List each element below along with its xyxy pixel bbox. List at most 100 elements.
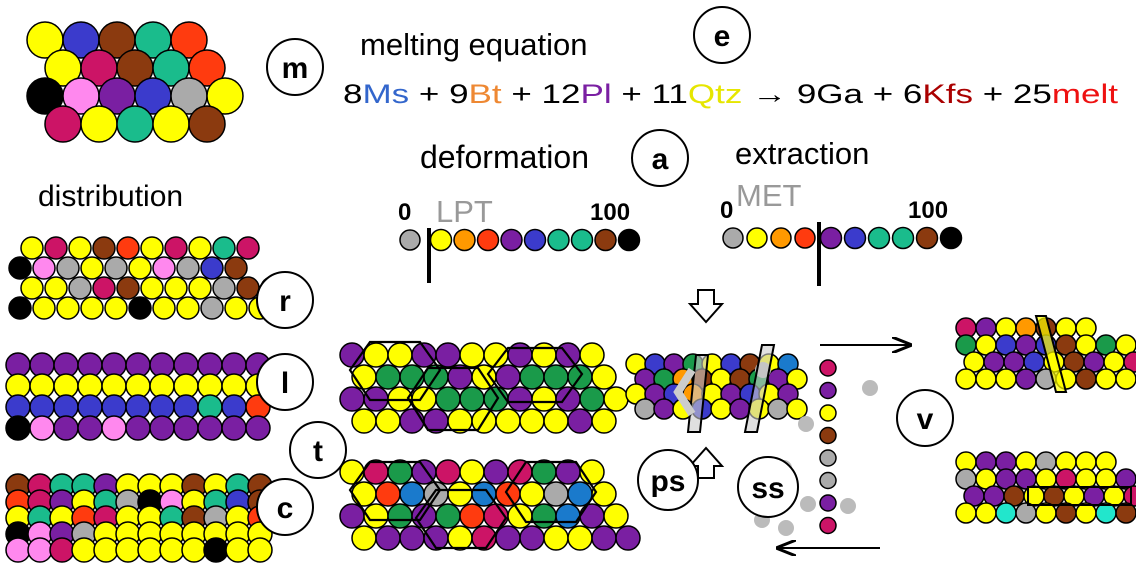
grain-circle: [483, 459, 509, 485]
grain-circle: [137, 537, 163, 563]
grain-circle: [495, 408, 521, 434]
up-arrow-icon: [687, 446, 725, 479]
equation-term: + 12: [502, 79, 581, 109]
grain-circle: [634, 398, 656, 420]
grain-circle: [32, 256, 56, 280]
melt-dot: [819, 359, 837, 377]
grain-circle: [1075, 368, 1097, 390]
equation-title: melting equation: [360, 27, 588, 62]
melt-dot: [819, 381, 837, 400]
grain-circle: [435, 342, 461, 368]
grain-circle: [603, 386, 629, 412]
grain-circle: [68, 236, 92, 260]
grain-circle: [567, 525, 593, 551]
grain-circle: [507, 503, 533, 529]
equation-term: Ms: [362, 79, 409, 109]
grain-circle: [8, 296, 32, 320]
grain-circle: [203, 537, 229, 563]
grain-circle: [225, 537, 251, 563]
grain-circle: [995, 502, 1017, 524]
grain-circle: [116, 105, 154, 143]
grain-circle: [495, 525, 521, 551]
grain-circle: [435, 386, 461, 412]
grain-circle: [212, 236, 236, 260]
grain-circle: [399, 525, 425, 551]
scale-circle: [722, 227, 744, 249]
grain-circle: [56, 256, 80, 280]
grain-circle: [729, 398, 751, 420]
grain-circle: [29, 415, 55, 441]
scale-circle: [843, 226, 867, 250]
scale-circle: [891, 226, 915, 250]
grain-circle: [543, 481, 569, 507]
grain-circle: [459, 386, 485, 412]
grain-circle: [159, 537, 185, 563]
equation-term: + 11: [612, 79, 688, 109]
grain-circle: [53, 415, 79, 441]
grain-circle: [181, 537, 207, 563]
grain-circle: [104, 256, 128, 280]
met-label: MET: [736, 178, 802, 213]
grain-circle: [140, 236, 164, 260]
scale-circle: [819, 226, 843, 250]
label-e: e: [693, 6, 751, 64]
grain-circle: [555, 386, 581, 412]
grain-circle: [80, 296, 104, 320]
grain-circle: [483, 386, 509, 412]
grain-circle: [459, 503, 485, 529]
equation-term: + 25: [973, 79, 1052, 109]
equation-term: Kfs: [922, 79, 973, 109]
grain-circle: [543, 408, 569, 434]
svg-text:t: t: [313, 435, 323, 468]
grain-circle: [170, 21, 208, 59]
melt-dot: [819, 516, 837, 535]
grain-circle: [459, 342, 485, 368]
grain-circle: [1115, 368, 1136, 390]
grain-circle: [32, 296, 56, 320]
scale-circle: [939, 226, 963, 250]
grain-circle: [603, 503, 629, 529]
grain-circle: [236, 236, 260, 260]
scale-circle: [594, 228, 617, 252]
grain-circle: [615, 525, 641, 551]
grain-circle: [1115, 502, 1136, 524]
grain-circle: [591, 481, 617, 507]
label-t: t: [289, 421, 347, 479]
grain-circle: [152, 296, 176, 320]
melt-dot: [819, 494, 837, 512]
hexagon: [486, 346, 584, 404]
hexagon: [504, 460, 598, 524]
grain-circle: [351, 525, 377, 551]
grain-circle: [200, 296, 224, 320]
grain-circle: [140, 276, 164, 300]
grain-circle: [116, 236, 140, 260]
grain-circle: [519, 481, 545, 507]
scale-circle: [770, 227, 792, 249]
scale-circle: [794, 227, 816, 249]
shear-band-right: [743, 344, 776, 433]
grain-circle: [375, 364, 401, 390]
grain-circle: [8, 256, 32, 280]
grain-circle: [173, 415, 199, 441]
grain-circle: [653, 398, 675, 420]
grain-circle: [77, 415, 103, 441]
grain-circle: [206, 77, 244, 115]
scale-circle: [453, 228, 476, 252]
scale-circle: [399, 229, 421, 251]
grain-circle: [71, 537, 97, 563]
distribution-label: distribution: [38, 180, 183, 213]
grain-circle: [543, 525, 569, 551]
grain-circle: [128, 296, 152, 320]
grain-circle: [224, 256, 248, 280]
svg-text:v: v: [917, 403, 934, 436]
grain-circle: [128, 256, 152, 280]
label-r: r: [256, 271, 314, 329]
extraction-title: extraction: [735, 136, 869, 171]
grain-circle: [591, 408, 617, 434]
grain-circle: [579, 342, 605, 368]
grain-circle: [507, 386, 533, 412]
grain-circle: [125, 415, 151, 441]
grain-circle: [579, 503, 605, 529]
grain-circle: [149, 415, 175, 441]
hexagon: [348, 340, 442, 402]
